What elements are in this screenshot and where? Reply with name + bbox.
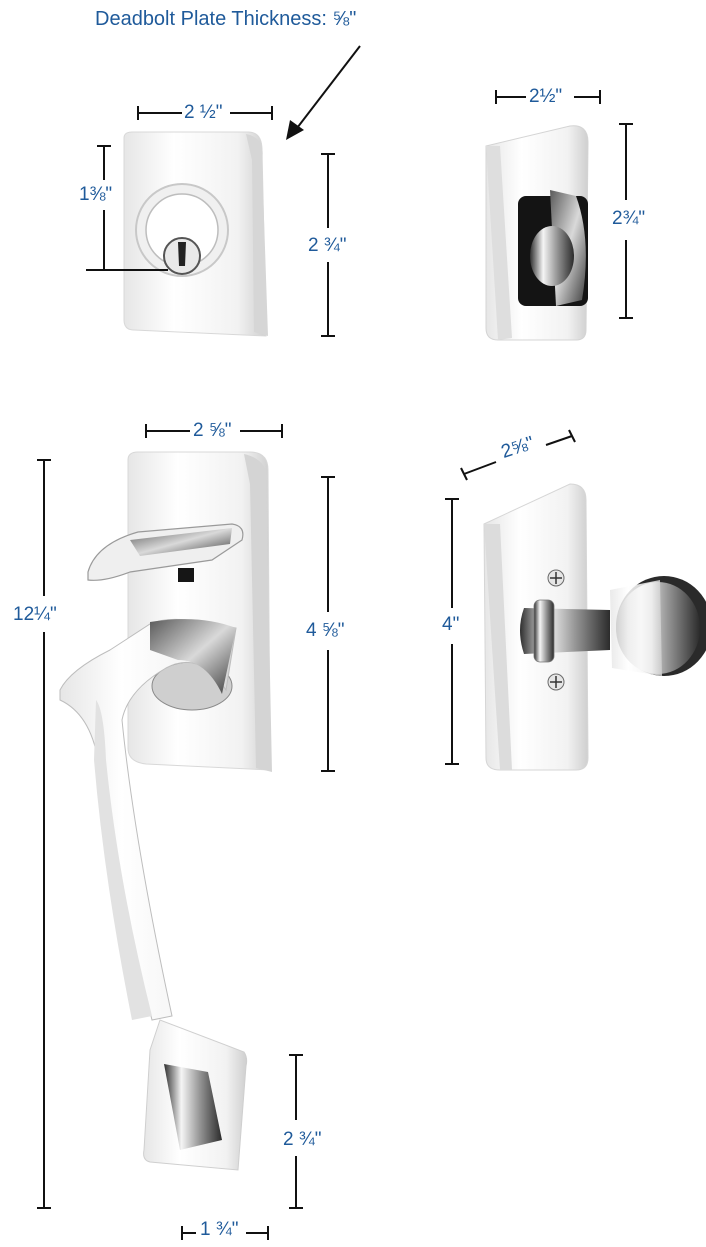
- deadbolt-exterior-illustration: [123, 131, 268, 337]
- plate-thickness-title: Deadbolt Plate Thickness: ⅝": [95, 8, 357, 30]
- handleset-plate-height-label: 4 ⅝": [304, 620, 347, 641]
- deadbolt-keyway-height-label: 1⅜": [77, 184, 115, 205]
- handleset-illustration: [59, 451, 272, 1171]
- deadbolt-interior-width-label: 2½": [527, 86, 565, 107]
- interior-knob-illustration: [483, 483, 706, 771]
- deadbolt-exterior-height-label: 2 ¾": [306, 235, 349, 256]
- deadbolt-interior-illustration: [485, 125, 589, 341]
- deadbolt-interior-height-label: 2¾": [610, 208, 648, 229]
- deadbolt-exterior-width-label: 2 ½": [182, 102, 225, 123]
- callout-arrowhead: [286, 120, 304, 140]
- handleset-plate-width-label: 2 ⅝": [191, 420, 234, 441]
- handleset-overall-height-label: 12¼": [11, 604, 59, 625]
- interior-knob-height-label: 4": [440, 614, 462, 635]
- handle-base-width-label: 1 ¾": [198, 1219, 241, 1240]
- dimension-lines: [37, 45, 633, 1240]
- handle-base-height-label: 2 ¾": [281, 1129, 324, 1150]
